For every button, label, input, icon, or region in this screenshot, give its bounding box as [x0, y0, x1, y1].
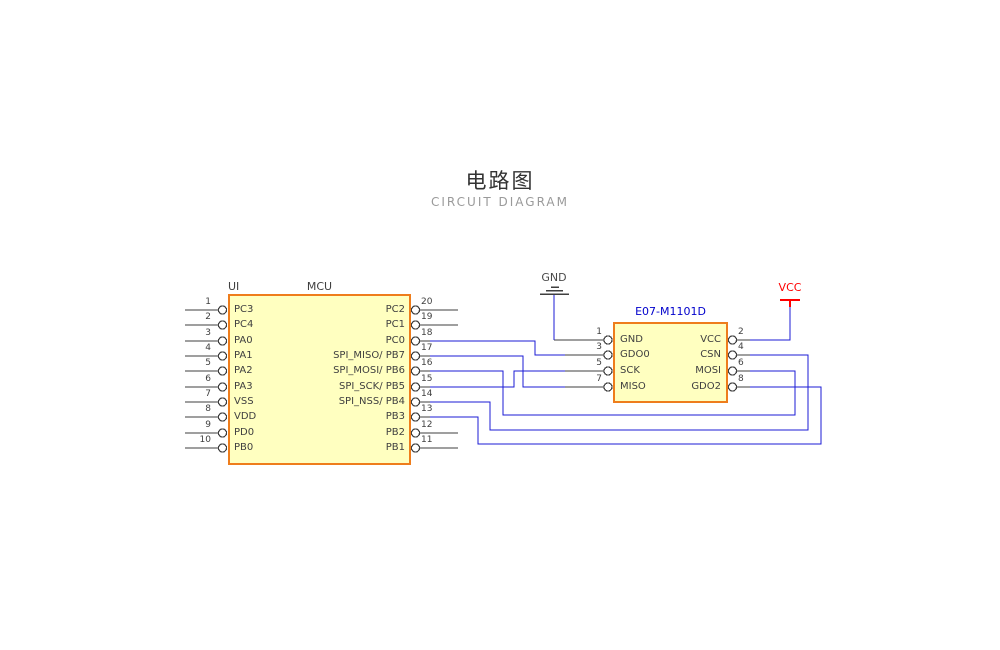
vcc-symbol [780, 299, 800, 307]
e07-pin-number: 7 [596, 374, 602, 384]
mcu-pin-number: 10 [199, 435, 211, 445]
e07-pin-number: 4 [738, 342, 744, 352]
vcc-net-label: VCC [778, 281, 802, 294]
mcu-pin-number: 16 [421, 358, 433, 368]
pin-circle [217, 320, 228, 330]
mcu-designator: UI [228, 280, 240, 293]
pin-circle [603, 350, 613, 360]
pin-circle [410, 320, 421, 330]
mcu-pin-number: 9 [205, 420, 211, 430]
pin-circle [217, 443, 228, 453]
gnd-symbol [540, 286, 569, 295]
e07-module-name: E07-M1101D [635, 305, 706, 318]
e07-pin-name: MISO [620, 381, 646, 392]
e07-pin-number: 1 [596, 327, 602, 337]
mcu-pin-number: 11 [421, 435, 433, 445]
wire-vcc-drop [750, 307, 791, 341]
pin-circle [727, 382, 738, 392]
mcu-pin-number: 1 [205, 297, 211, 307]
pin-circle [217, 412, 228, 422]
mcu-pin-number: 15 [421, 374, 433, 384]
pin-circle [727, 350, 738, 360]
e07-pin-name: GND [620, 334, 643, 345]
pin-circle [217, 428, 228, 438]
pin-circle [410, 305, 421, 315]
pin-circle [727, 366, 738, 376]
mcu-pin-number: 18 [421, 328, 433, 338]
mcu-pin-number: 5 [205, 358, 211, 368]
e07-pin-name: MOSI [695, 365, 721, 376]
pin-circle [603, 382, 613, 392]
mcu-pin-name: PC1 [385, 319, 405, 330]
pin-circle [410, 428, 421, 438]
mcu-pin-name: PC2 [385, 304, 405, 315]
mcu-pin-name: PA3 [234, 381, 253, 392]
mcu-pin-name: PD0 [234, 427, 255, 438]
wire-pc0-gdo0 [430, 340, 565, 356]
e07-pin-number: 6 [738, 358, 744, 368]
mcu-pin-name: SPI_MOSI/ PB6 [333, 365, 405, 376]
mcu-pin-number: 20 [421, 297, 433, 307]
pin-circle [217, 336, 228, 346]
pin-circle [603, 335, 613, 345]
mcu-pin-name: SPI_NSS/ PB4 [338, 396, 405, 407]
mcu-pin-number: 2 [205, 312, 211, 322]
mcu-pin-name: PC0 [385, 335, 405, 346]
mcu-pin-number: 12 [421, 420, 433, 430]
e07-pin-number: 8 [738, 374, 744, 384]
mcu-pin-number: 13 [421, 404, 433, 414]
mcu-pin-number: 17 [421, 343, 433, 353]
pin-circle [217, 397, 228, 407]
mcu-pin-name: SPI_SCK/ PB5 [338, 381, 405, 392]
mcu-pin-name: PB0 [234, 442, 254, 453]
e07-pin-number: 2 [738, 327, 744, 337]
wire-sck [430, 370, 565, 388]
mcu-pin-name: VSS [234, 396, 254, 407]
pin-circle [727, 335, 738, 345]
pin-circle [410, 336, 421, 346]
pin-circle [410, 397, 421, 407]
wire-miso [430, 355, 565, 388]
mcu-pin-name: PB3 [385, 411, 405, 422]
mcu-pin-number: 8 [205, 404, 211, 414]
mcu-pin-number: 19 [421, 312, 433, 322]
mcu-pin-name: PC3 [234, 304, 254, 315]
mcu-pin-number: 4 [205, 343, 211, 353]
pin-circle [603, 366, 613, 376]
pin-circle [217, 366, 228, 376]
pin-circle [410, 351, 421, 361]
pin-circle [217, 305, 228, 315]
pin-circle [410, 382, 421, 392]
e07-pin-name: GDO2 [691, 381, 721, 392]
e07-pin-number: 5 [596, 358, 602, 368]
e07-pin-name: VCC [700, 334, 721, 345]
mcu-pin-name: VDD [234, 411, 257, 422]
pin-circle [217, 382, 228, 392]
pin-circle [410, 366, 421, 376]
pin-circle [410, 443, 421, 453]
mcu-pin-name: PB1 [385, 442, 405, 453]
e07-pin-name: GDO0 [620, 349, 650, 360]
e07-pin-number: 3 [596, 342, 602, 352]
e07-pin-name: SCK [620, 365, 640, 376]
mcu-name-label: MCU [306, 280, 333, 293]
mcu-block-body [228, 294, 411, 465]
mcu-pin-name: PB2 [385, 427, 405, 438]
e07-pin-name: CSN [700, 349, 721, 360]
mcu-pin-number: 6 [205, 374, 211, 384]
mcu-pin-number: 7 [205, 389, 211, 399]
mcu-pin-name: PA1 [234, 350, 253, 361]
mcu-pin-name: PC4 [234, 319, 254, 330]
gnd-net-label: GND [541, 271, 567, 284]
mcu-pin-name: SPI_MISO/ PB7 [333, 350, 405, 361]
mcu-pin-name: PA2 [234, 365, 253, 376]
mcu-pin-number: 14 [421, 389, 433, 399]
pin-circle [217, 351, 228, 361]
page-subtitle: CIRCUIT DIAGRAM [431, 195, 569, 209]
mcu-pin-name: PA0 [234, 335, 253, 346]
mcu-pin-number: 3 [205, 328, 211, 338]
page-title: 电路图 [465, 169, 535, 193]
pin-circle [410, 412, 421, 422]
